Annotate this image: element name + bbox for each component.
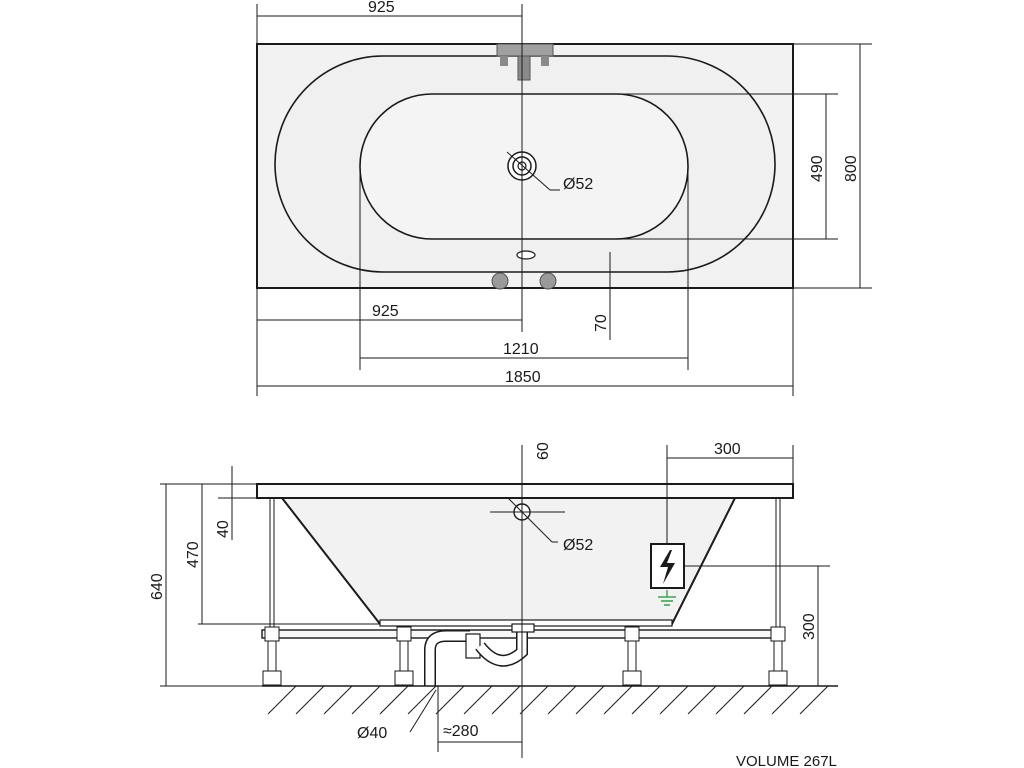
dim-total-height: 640 — [149, 483, 262, 687]
valve-left-icon — [491, 272, 509, 290]
side-view: Ø52 60 300 300 — [149, 441, 838, 768]
drain-diameter-label: Ø52 — [563, 176, 593, 193]
dim-tub-depth: 470 — [185, 483, 380, 625]
svg-text:Ø40: Ø40 — [357, 725, 387, 742]
svg-text:300: 300 — [801, 613, 818, 640]
svg-text:800: 800 — [843, 155, 860, 182]
svg-text:300: 300 — [714, 441, 741, 458]
overflow-diameter-label: Ø52 — [563, 537, 593, 554]
dim-total-length: 1850 — [257, 288, 794, 396]
dim-half-length-bottom: 925 — [256, 288, 522, 396]
svg-text:490: 490 — [809, 155, 826, 182]
svg-text:1210: 1210 — [503, 341, 539, 358]
svg-text:640: 640 — [149, 573, 166, 600]
floor-hatching — [262, 685, 838, 715]
dim-inner-width: 490 — [600, 93, 838, 240]
ground-symbol-icon — [658, 590, 676, 606]
overflow-icon — [516, 250, 536, 260]
svg-text:40: 40 — [215, 520, 232, 538]
dim-rim-height: 60 — [535, 442, 552, 460]
svg-text:470: 470 — [185, 541, 202, 568]
electrical-box-icon — [650, 543, 685, 589]
svg-text:925: 925 — [372, 303, 399, 320]
drain-icon — [506, 151, 560, 191]
top-view: 925 490 800 Ø52 925 70 — [256, 0, 872, 396]
dim-rim-thickness: 40 — [215, 466, 257, 540]
dim-overflow-offset: 70 — [593, 252, 617, 340]
tub-rim-side — [256, 483, 794, 499]
dim-faucet-offset: 300 — [666, 441, 794, 544]
svg-text:70: 70 — [593, 314, 610, 332]
dim-socket-height: 300 — [684, 565, 830, 686]
valve-right-icon — [539, 272, 557, 290]
dim-inner-length: 1210 — [359, 160, 689, 370]
adjustable-feet — [262, 640, 788, 686]
volume-label: VOLUME 267L — [736, 753, 837, 768]
dim-total-width: 800 — [793, 43, 872, 289]
faucet-top-icon — [496, 43, 554, 81]
svg-text:≈280: ≈280 — [443, 723, 479, 740]
svg-text:925: 925 — [368, 0, 395, 16]
dim-waste-offset: ≈280 — [437, 686, 522, 752]
dim-waste-diameter: Ø40 — [357, 689, 437, 742]
dim-half-length-top: 925 — [256, 0, 522, 44]
svg-text:1850: 1850 — [505, 369, 541, 386]
